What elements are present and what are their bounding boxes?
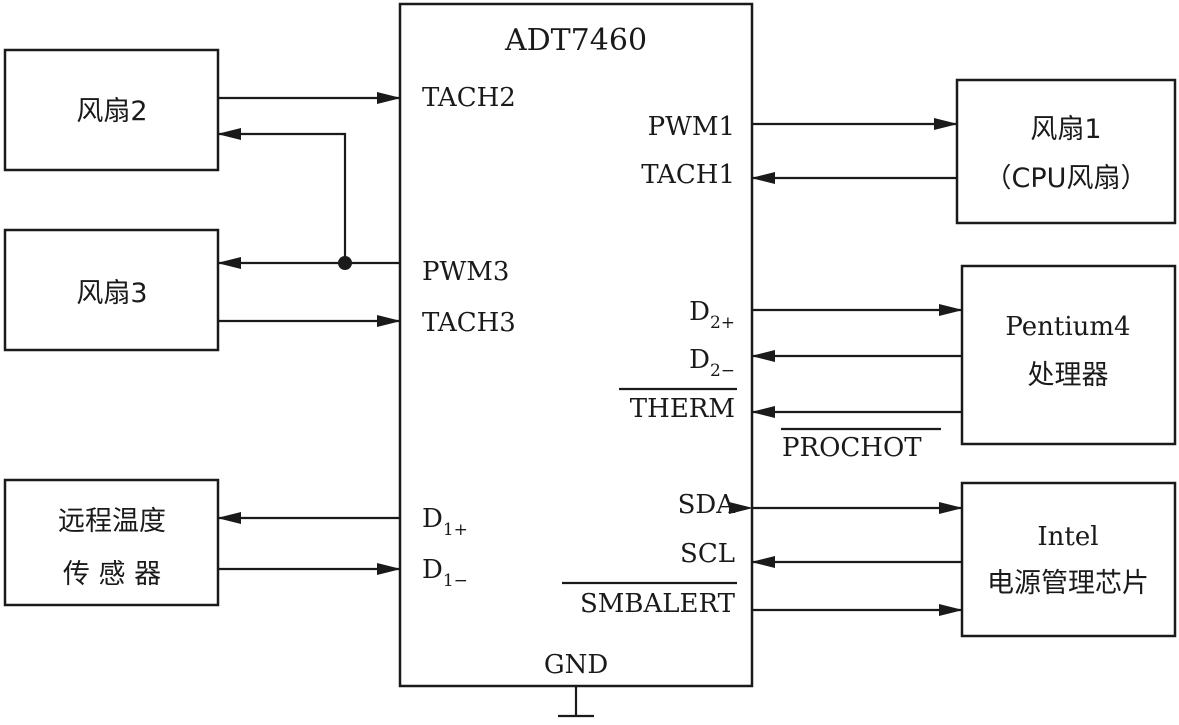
pin-smbalert: SMBALERT (580, 589, 736, 619)
sensor-label-line2: 传 感 器 (63, 559, 161, 590)
pin-gnd: GND (544, 650, 608, 680)
fan3-label: 风扇3 (76, 278, 147, 309)
remote-temp-sensor-block: 远程温度 传 感 器 (3, 478, 220, 607)
pin-pwm1: PWM1 (648, 112, 735, 142)
cpu-label-line1: Pentium4 (1005, 312, 1130, 342)
pwm3-junction-dot (338, 256, 352, 270)
fan1-label-line1: 风扇1 (1030, 114, 1101, 145)
pwm3-to-fan2-wire (217, 128, 347, 263)
adt7460-chip: ADT7460 (398, 2, 754, 688)
pmic-label-line1: Intel (1037, 522, 1098, 552)
fan3-block: 风扇3 (3, 228, 220, 352)
pin-scl: SCL (680, 539, 735, 569)
cpu-label-line2: 处理器 (1028, 360, 1109, 391)
pin-pwm3: PWM3 (422, 257, 509, 287)
fan1-block: 风扇1 （CPU风扇） (955, 78, 1177, 225)
pentium4-block: Pentium4 处理器 (960, 264, 1177, 446)
pin-therm: THERM (630, 394, 735, 424)
pin-sda: SDA (678, 490, 737, 520)
chip-title: ADT7460 (504, 23, 647, 58)
fan1-label-line2: （CPU风扇） (985, 163, 1148, 194)
fan2-label: 风扇2 (76, 96, 147, 127)
pin-d1-minus: D1− (422, 555, 468, 591)
pin-tach1: TACH1 (641, 160, 735, 190)
pin-d2-plus: D2+ (689, 297, 735, 333)
pin-d1-plus: D1+ (422, 504, 468, 540)
pin-tach3: TACH3 (422, 308, 516, 338)
pin-d2-minus: D2− (689, 345, 735, 381)
pmic-label-line2: 电源管理芯片 (987, 568, 1149, 599)
sensor-label-line1: 远程温度 (58, 506, 166, 537)
ground-symbol (558, 686, 594, 718)
pin-tach2: TACH2 (422, 83, 516, 113)
intel-pmic-block: Intel 电源管理芯片 (960, 481, 1177, 638)
fan2-block: 风扇2 (3, 48, 220, 172)
prochot-label: PROCHOT (782, 433, 922, 463)
